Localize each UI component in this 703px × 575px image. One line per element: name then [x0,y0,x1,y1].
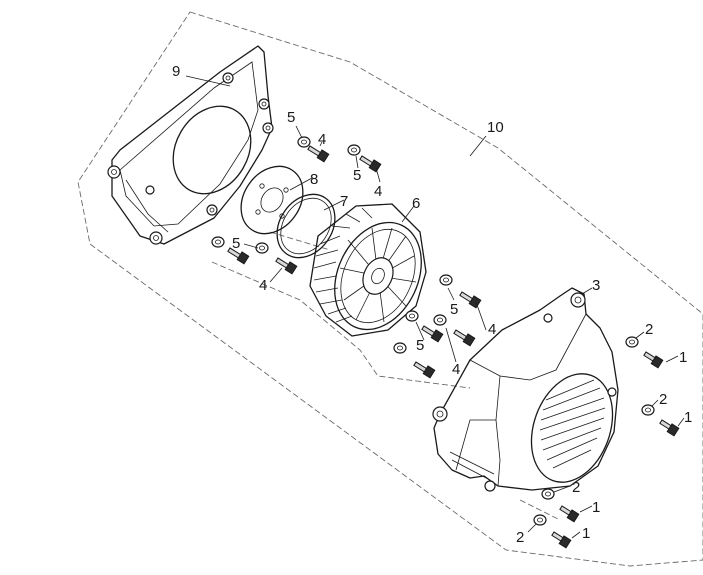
callout-5-mid: 5 [450,301,458,318]
callout-4-left: 4 [259,277,267,294]
callout-4-top-left: 4 [318,131,326,148]
callout-4-top-right: 4 [374,183,382,200]
leader-lines [185,75,685,539]
assembly-outline [77,11,703,567]
washers [211,136,655,526]
housing-grille [539,379,606,469]
callout-2-bottom-left: 2 [516,529,524,546]
callouts: 9 10 5 4 5 4 8 7 6 5 4 5 4 5 4 3 2 1 2 1… [172,63,692,546]
callout-7: 7 [340,193,348,210]
callout-5-left: 5 [232,235,240,252]
washer-plate [240,165,304,235]
callout-1-right: 1 [684,409,692,426]
callout-6: 6 [412,195,420,212]
cooling-fan [309,203,427,337]
guide-lines [211,231,561,521]
fan-housing [432,287,619,492]
callout-1-bottom: 1 [592,499,600,516]
callout-9: 9 [172,63,180,80]
callout-10: 10 [487,119,504,136]
callout-5-lower: 5 [416,337,424,354]
callout-2-right: 2 [659,391,667,408]
callout-8: 8 [310,171,318,188]
callout-4-lower: 4 [452,361,460,378]
callout-5-top-right: 5 [353,167,361,184]
callout-2-bottom: 2 [572,479,580,496]
callout-1-top: 1 [679,349,687,366]
callout-2-top: 2 [645,321,653,338]
callout-3: 3 [592,277,600,294]
callout-4-mid: 4 [488,321,496,338]
callout-1-bottom-right: 1 [582,525,590,542]
callout-5-top-left: 5 [287,109,295,126]
bolts [227,145,680,549]
cover-plate [107,45,274,245]
